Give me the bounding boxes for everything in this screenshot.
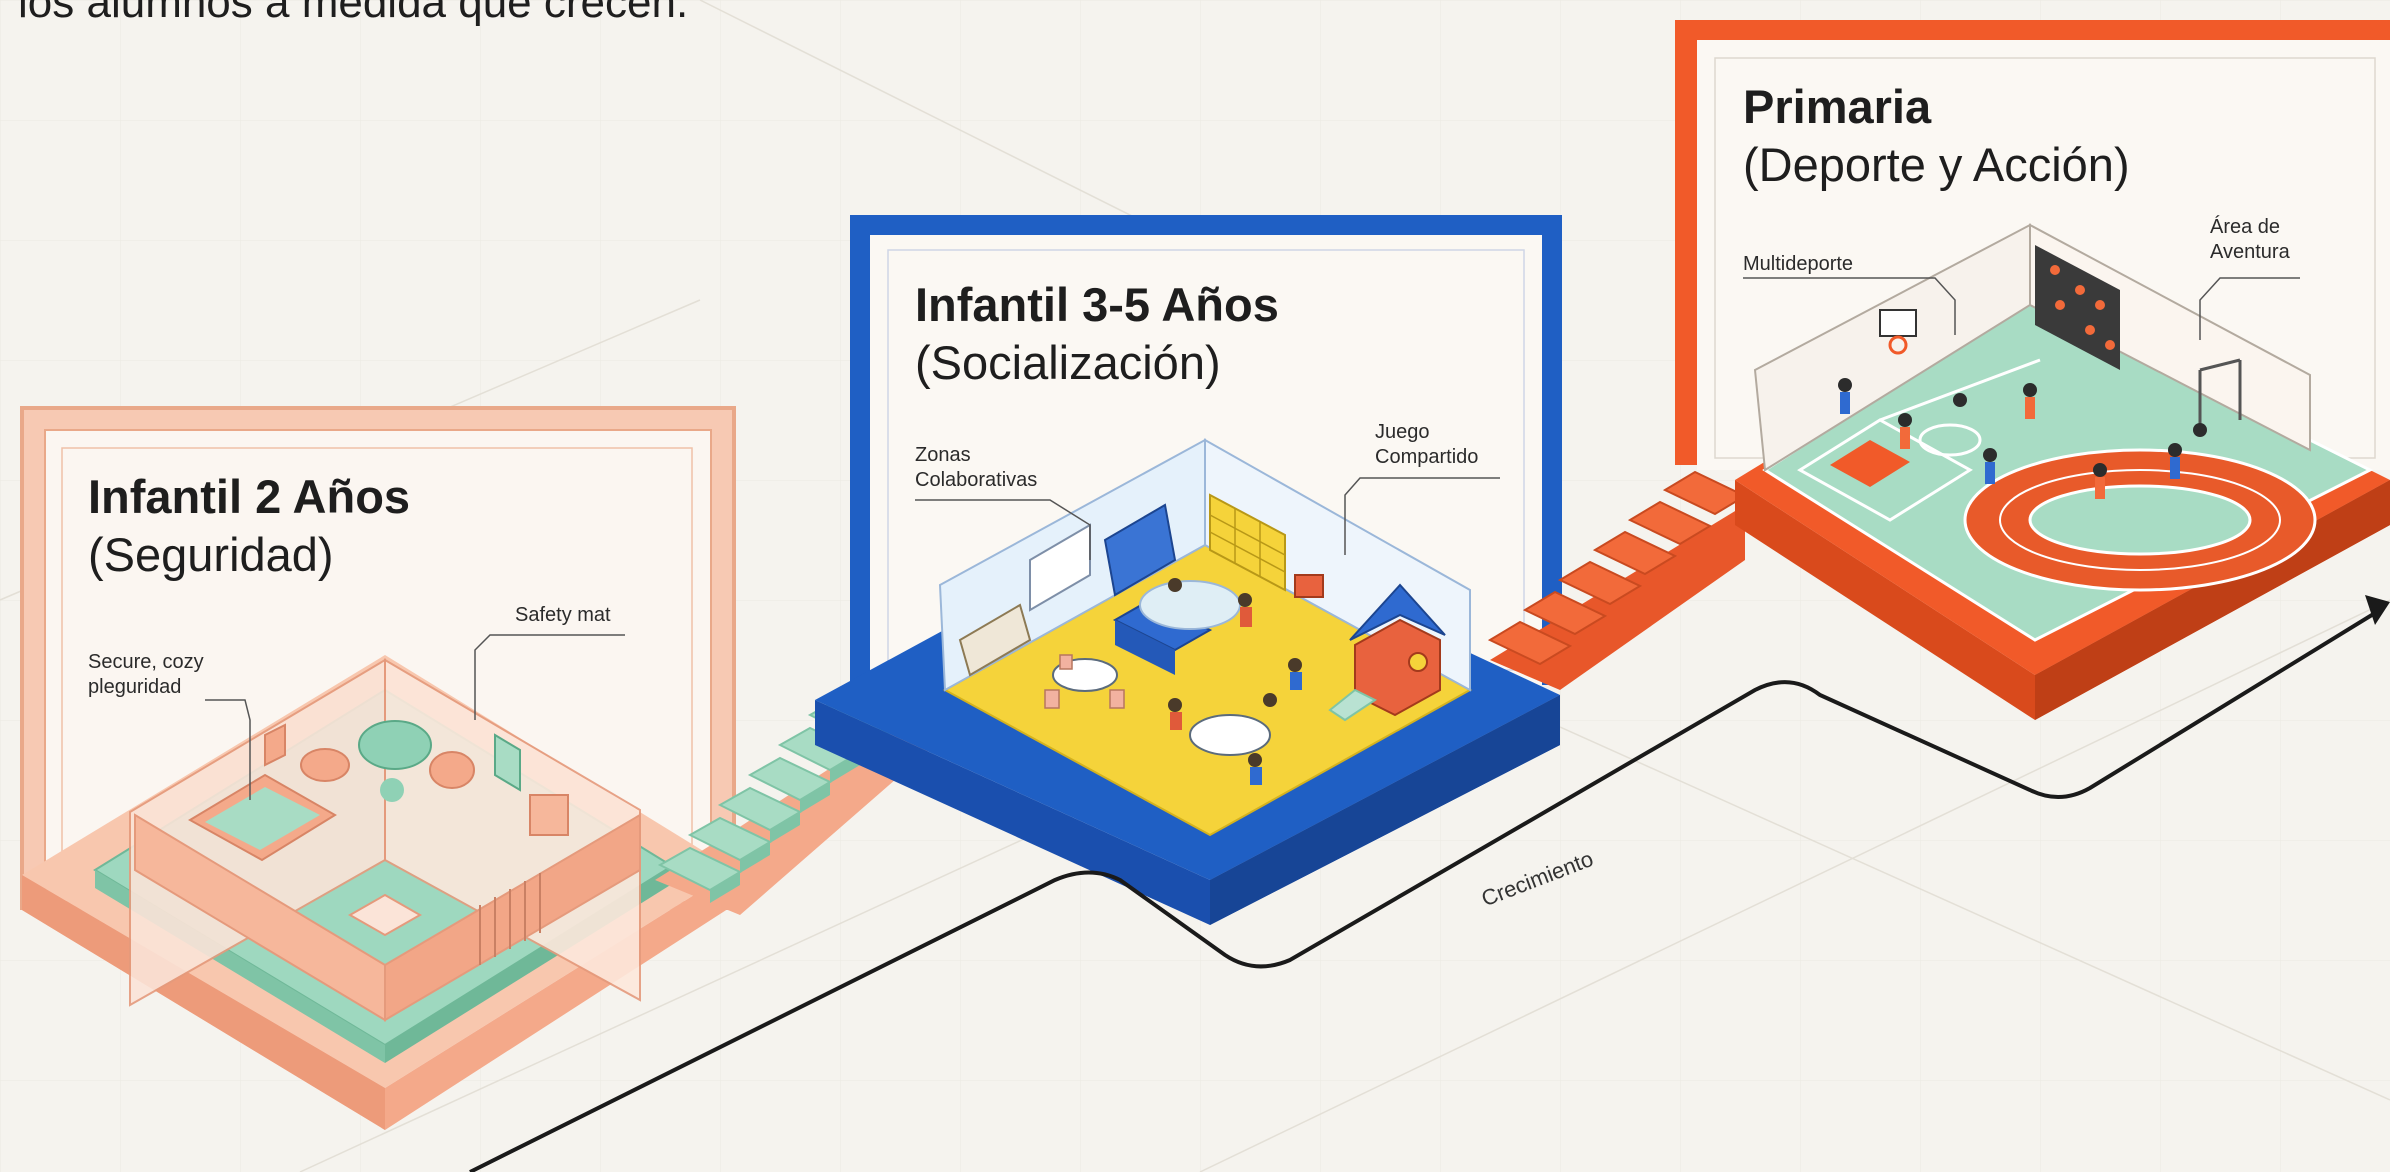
stage-3-callout-aventura: Área de Aventura <box>2210 216 2290 263</box>
stage-2-leaders <box>915 477 1500 560</box>
stage-3-title: Primaria <box>1743 80 1932 133</box>
stage-1-subtitle: (Seguridad) <box>88 528 334 581</box>
stage-3-callout-multideporte: Multideporte <box>1743 253 1854 275</box>
stage-2-callout-zonas: Zonas Colaborativas <box>915 444 1038 491</box>
stage-2-subtitle: (Socialización) <box>915 336 1221 389</box>
stage-3-leaders <box>1743 277 2300 340</box>
stage-1-callout-mat: Safety mat <box>515 604 611 626</box>
stage-3-subtitle: (Deporte y Acción) <box>1743 138 2130 191</box>
stage-1-callout-cozy: Secure, cozy pleguridad <box>88 651 204 698</box>
stage-2-title: Infantil 3-5 Años <box>915 278 1279 331</box>
stage-2-platform <box>815 438 1560 925</box>
stage-1-title: Infantil 2 Años <box>88 470 411 523</box>
stage-2-callout-juego: Juego Compartido <box>1375 421 1479 468</box>
intro-text: los alumnos a medida que crecen. <box>18 0 689 27</box>
stairs-2-to-3 <box>1487 470 1748 690</box>
stage-1-leaders <box>205 634 625 800</box>
stage-1-platform <box>22 655 734 1130</box>
stage-3-platform <box>1735 223 2390 720</box>
growth-path <box>469 608 2382 1172</box>
growth-arrow-icon <box>2365 595 2390 625</box>
